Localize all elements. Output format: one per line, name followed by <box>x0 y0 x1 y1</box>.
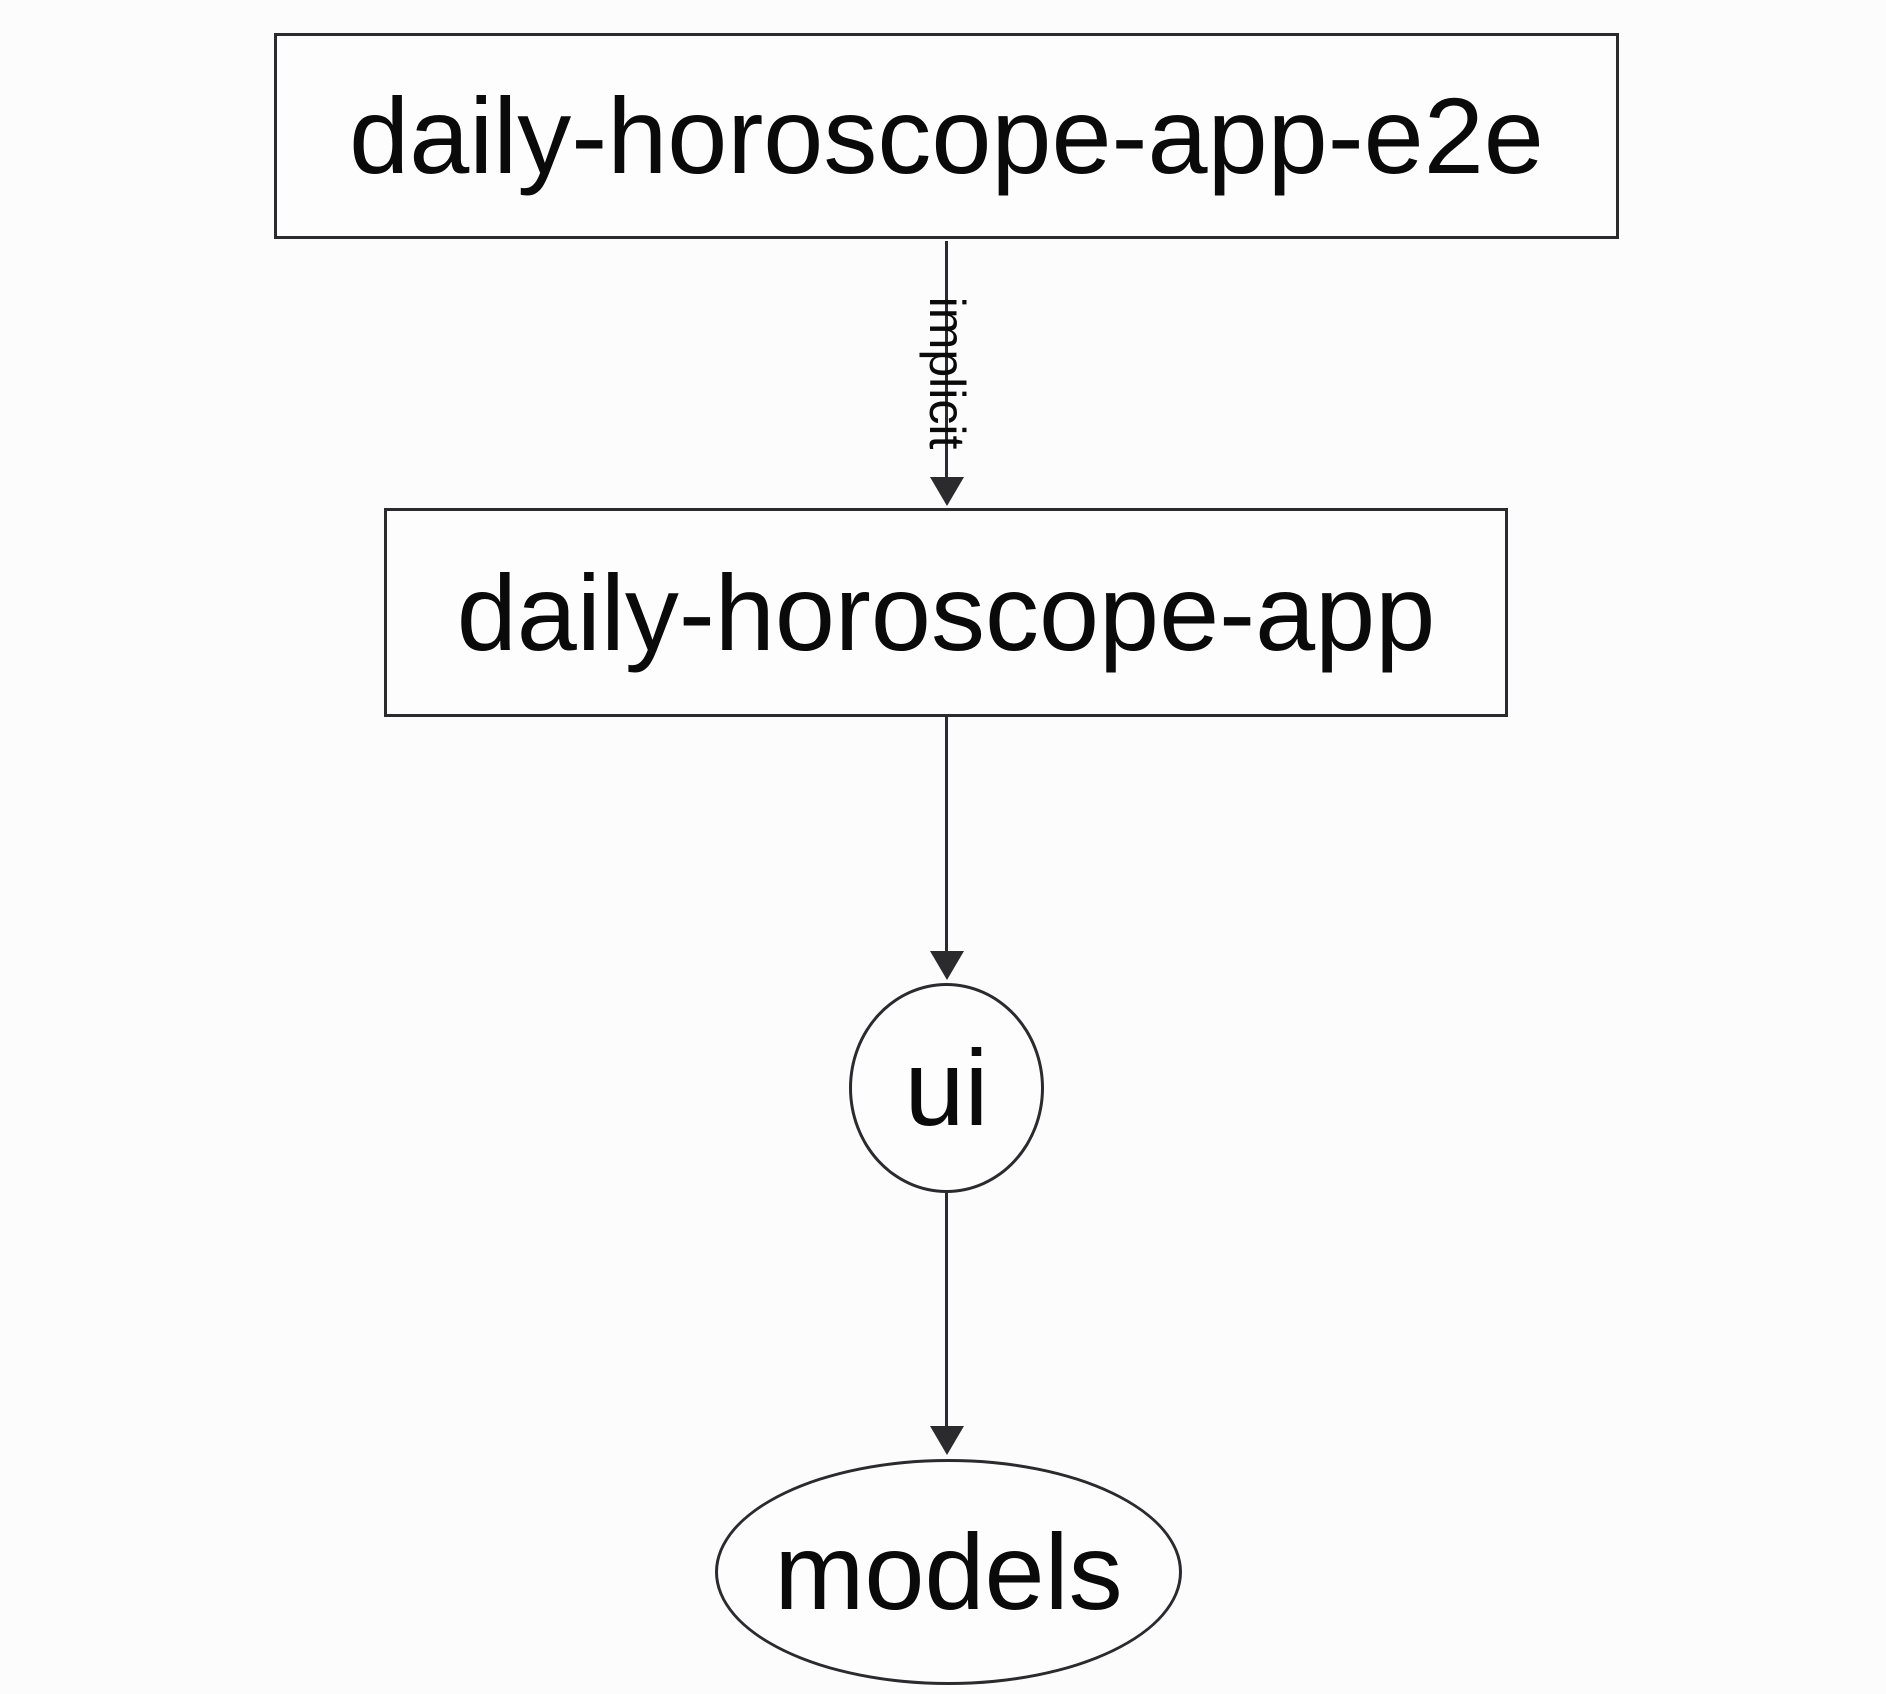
node-daily-horoscope-app: daily-horoscope-app <box>384 508 1508 717</box>
edge-e2e-to-app-line <box>945 241 948 478</box>
node-label: ui <box>904 1027 989 1148</box>
edge-ui-to-models-arrowhead-icon <box>930 1426 964 1455</box>
edge-e2e-to-app-arrowhead-icon <box>930 477 964 506</box>
node-models: models <box>715 1459 1182 1685</box>
node-label: daily-horoscope-app <box>456 551 1436 673</box>
edge-label-implicit: implicit <box>919 296 975 450</box>
node-ui: ui <box>849 983 1044 1193</box>
edge-app-to-ui-line <box>945 717 948 952</box>
edge-app-to-ui-arrowhead-icon <box>930 951 964 980</box>
node-daily-horoscope-app-e2e: daily-horoscope-app-e2e <box>274 33 1619 239</box>
node-label: daily-horoscope-app-e2e <box>349 75 1544 196</box>
edge-ui-to-models-line <box>945 1193 948 1427</box>
node-label: models <box>774 1511 1123 1632</box>
